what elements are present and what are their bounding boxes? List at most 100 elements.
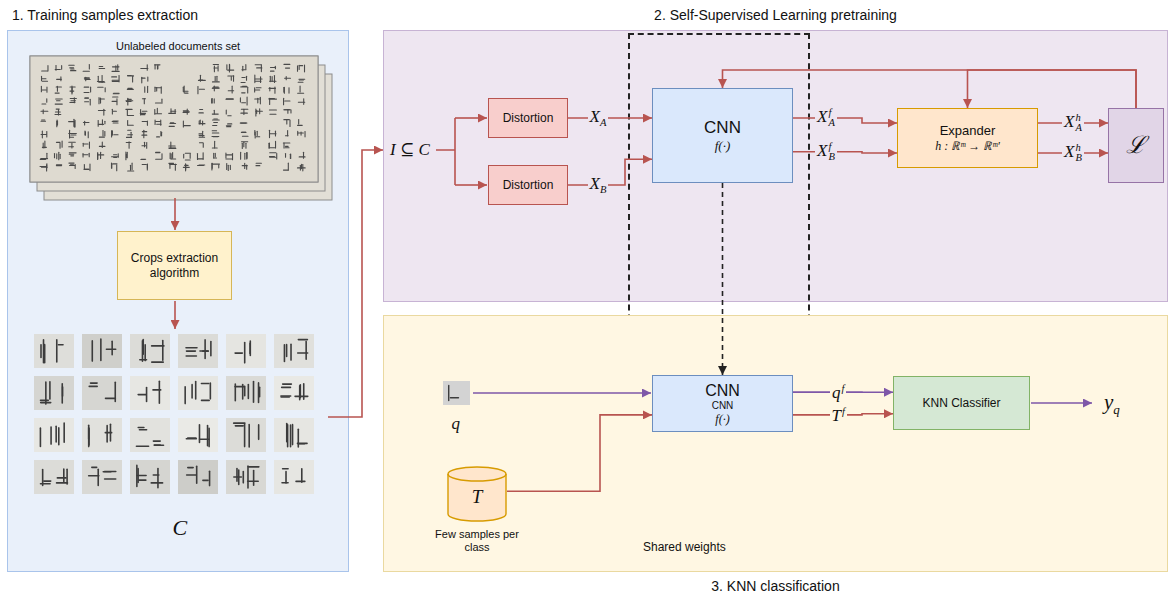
- glyph-stroke: [155, 113, 161, 114]
- glyph-stroke: [226, 110, 227, 114]
- flow-arrow: [473, 392, 651, 394]
- crop-image: [130, 418, 170, 452]
- glyph-stroke: [270, 157, 276, 158]
- glyph-stroke: [44, 345, 46, 363]
- glyph-stroke: [185, 93, 188, 94]
- glyph-stroke: [71, 70, 76, 71]
- glyph-stroke: [289, 120, 290, 126]
- glyph-stroke: [112, 80, 118, 81]
- crop-grid: [34, 334, 314, 494]
- glyph-stroke: [91, 341, 93, 361]
- math-superscript: f: [828, 108, 834, 119]
- glyph-stroke: [170, 142, 171, 148]
- glyph-stroke: [104, 132, 105, 137]
- glyph-stroke: [290, 154, 291, 159]
- process-box: Expanderh : ℝᵐ → ℝᵐ′: [897, 108, 1038, 168]
- glyph-stroke: [226, 99, 233, 100]
- glyph-stroke: [247, 87, 248, 93]
- glyph-stroke: [170, 109, 171, 113]
- glyph-stroke: [69, 163, 74, 164]
- glyph-stroke: [118, 154, 119, 157]
- glyph-stroke: [292, 425, 294, 445]
- glyph-stroke: [156, 159, 162, 160]
- math-base: X: [817, 141, 827, 160]
- math-subscript: B: [828, 152, 834, 163]
- glyph-stroke: [61, 384, 63, 403]
- glyph-stroke: [235, 352, 242, 354]
- glyph-stroke: [244, 424, 246, 446]
- glyph-stroke: [238, 470, 240, 484]
- glyph-stroke: [211, 99, 212, 103]
- glyph-stroke: [46, 99, 47, 102]
- glyph-stroke: [85, 98, 89, 99]
- glyph-stroke: [199, 135, 204, 136]
- glyph-stroke: [42, 81, 47, 82]
- glyph-stroke: [155, 102, 160, 103]
- math-base: X: [590, 174, 600, 193]
- glyph-stroke: [40, 428, 42, 446]
- section-title: 2. Self-Supervised Learning pretraining: [384, 7, 1167, 24]
- connector: [793, 118, 897, 123]
- glyph-stroke: [270, 152, 276, 153]
- glyph-stroke: [171, 158, 176, 159]
- math-subscript: A: [600, 117, 606, 128]
- glyph-stroke: [241, 123, 246, 124]
- glyph-stroke: [69, 121, 74, 122]
- glyph-stroke: [213, 125, 217, 126]
- glyph-stroke: [141, 77, 142, 83]
- glyph-stroke: [98, 121, 99, 127]
- glyph-stroke: [171, 154, 172, 159]
- glyph-stroke: [213, 81, 220, 82]
- glyph-stroke: [228, 123, 232, 124]
- glyph-stroke: [227, 126, 231, 127]
- glyph-stroke: [58, 428, 60, 445]
- glyph-stroke: [295, 396, 308, 398]
- glyph-stroke: [160, 120, 161, 125]
- glyph-stroke: [128, 125, 133, 126]
- glyph-stroke: [41, 86, 42, 91]
- glyph-stroke: [89, 164, 90, 171]
- glyph-stroke: [56, 340, 58, 362]
- glyph-stroke: [136, 445, 148, 447]
- glyph-stroke: [246, 152, 247, 158]
- box-text: ℒ: [1126, 131, 1146, 160]
- glyph-stroke: [83, 122, 89, 123]
- crop-image: [274, 418, 314, 452]
- box-text: Distortion: [503, 178, 554, 192]
- glyph-stroke: [60, 154, 61, 158]
- glyph-stroke: [276, 154, 277, 160]
- math-base: X: [590, 107, 600, 126]
- split-line: [436, 118, 455, 185]
- glyph-stroke: [286, 345, 288, 357]
- crop-image: [226, 334, 266, 368]
- glyph-stroke: [112, 76, 117, 77]
- glyph-stroke: [268, 143, 269, 148]
- glyph-stroke: [56, 165, 61, 166]
- glyph-stroke: [156, 152, 160, 153]
- glyph-stroke: [142, 131, 146, 132]
- math-superscript: f: [842, 406, 845, 417]
- glyph-stroke: [129, 142, 130, 148]
- glyph-stroke: [42, 89, 46, 90]
- glyph-stroke: [56, 121, 57, 127]
- glyph-stroke: [126, 109, 132, 110]
- glyph-stroke: [88, 428, 90, 439]
- glyph-stroke: [246, 153, 247, 159]
- glyph-stroke: [300, 86, 301, 92]
- glyph-stroke: [232, 154, 233, 160]
- glyph-stroke: [214, 99, 215, 103]
- glyph-stroke: [125, 152, 126, 160]
- connector: [1038, 122, 1108, 124]
- glyph-stroke: [172, 153, 173, 159]
- glyph-stroke: [233, 76, 234, 81]
- glyph-stroke: [244, 153, 245, 159]
- glyph-stroke: [144, 87, 145, 92]
- glyph-stroke: [136, 465, 138, 486]
- glyph-stroke: [183, 112, 188, 113]
- glyph-stroke: [270, 114, 276, 115]
- math-base: y: [1104, 390, 1113, 414]
- glyph-stroke: [285, 472, 287, 483]
- crop-image: [130, 334, 170, 368]
- glyph-stroke: [274, 76, 275, 83]
